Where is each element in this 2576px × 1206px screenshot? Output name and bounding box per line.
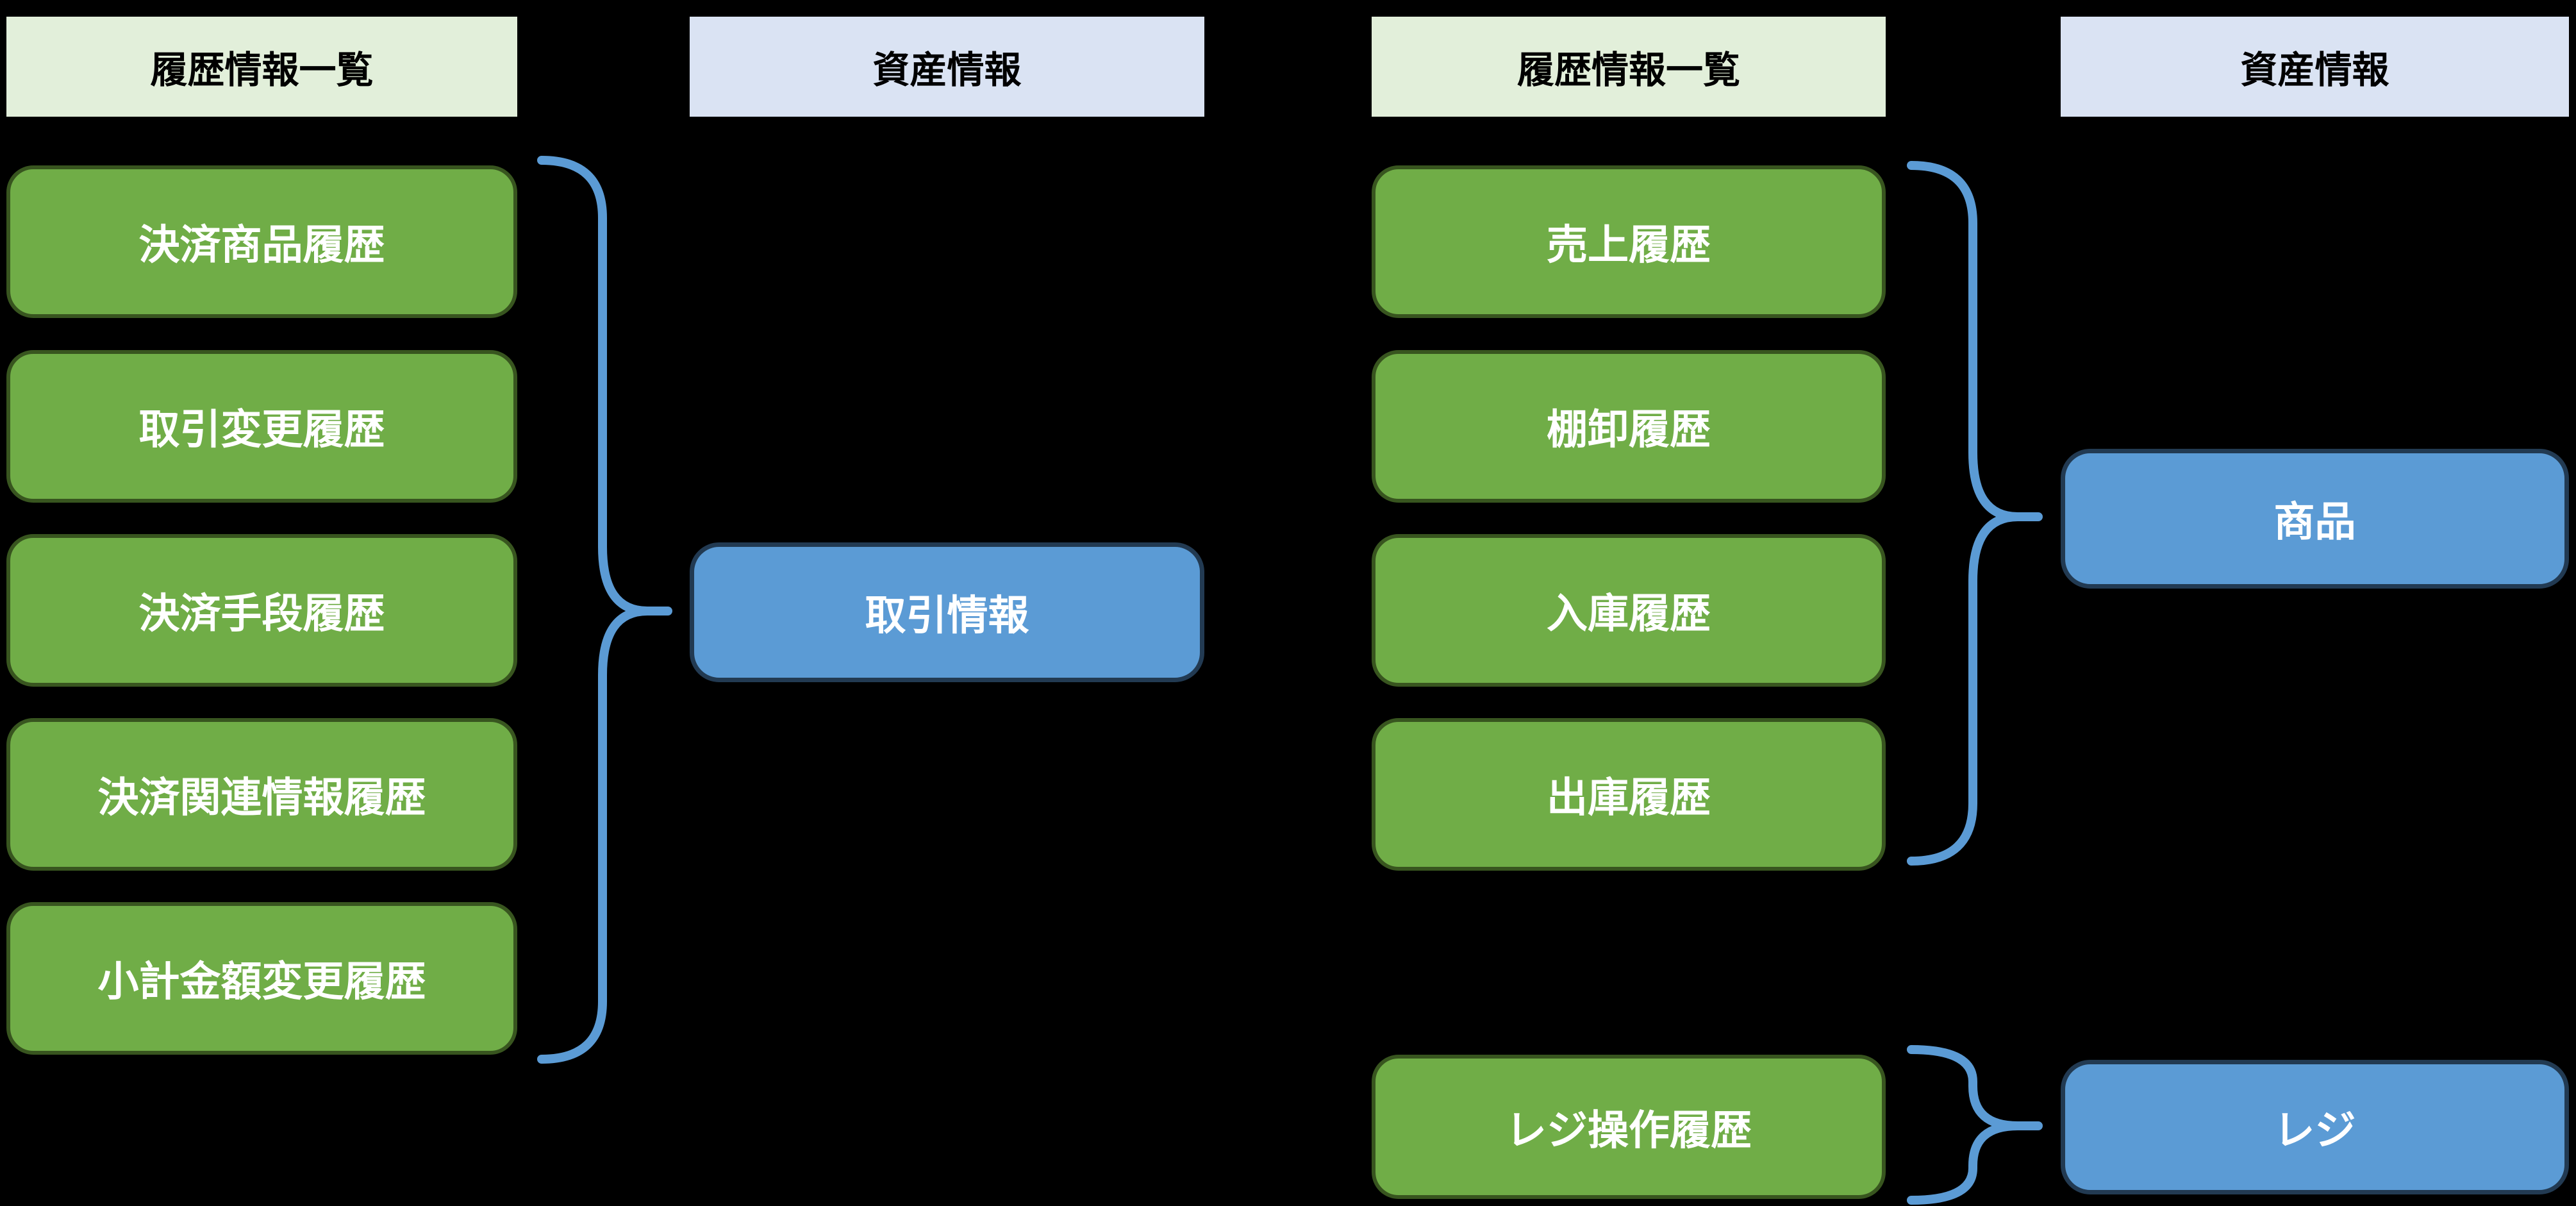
settlement-related-info-history-box: 決済関連情報履歴 xyxy=(6,718,517,871)
left-history-header: 履歴情報一覧 xyxy=(6,17,517,117)
register-operation-history-box: レジ操作履歴 xyxy=(1372,1055,1886,1199)
left-history-to-transaction-brace xyxy=(537,156,672,1064)
left-asset-header: 資産情報 xyxy=(690,17,1204,117)
right-history-to-product-brace xyxy=(1907,161,2043,866)
register-box: レジ xyxy=(2061,1060,2569,1194)
right-history-header: 履歴情報一覧 xyxy=(1372,17,1886,117)
register-history-to-register-brace xyxy=(1907,1045,2043,1205)
shipping-history-box: 出庫履歴 xyxy=(1372,718,1886,871)
right-asset-header: 資産情報 xyxy=(2061,17,2569,117)
inventory-history-box: 棚卸履歴 xyxy=(1372,350,1886,503)
transaction-change-history-box: 取引変更履歴 xyxy=(6,350,517,503)
subtotal-amount-change-history-box: 小計金額変更履歴 xyxy=(6,902,517,1055)
receiving-history-box: 入庫履歴 xyxy=(1372,534,1886,687)
sales-history-box: 売上履歴 xyxy=(1372,165,1886,318)
payment-method-history-box: 決済手段履歴 xyxy=(6,534,517,687)
transaction-info-box: 取引情報 xyxy=(690,542,1204,682)
product-box: 商品 xyxy=(2061,449,2569,589)
settlement-product-history-box: 決済商品履歴 xyxy=(6,165,517,318)
